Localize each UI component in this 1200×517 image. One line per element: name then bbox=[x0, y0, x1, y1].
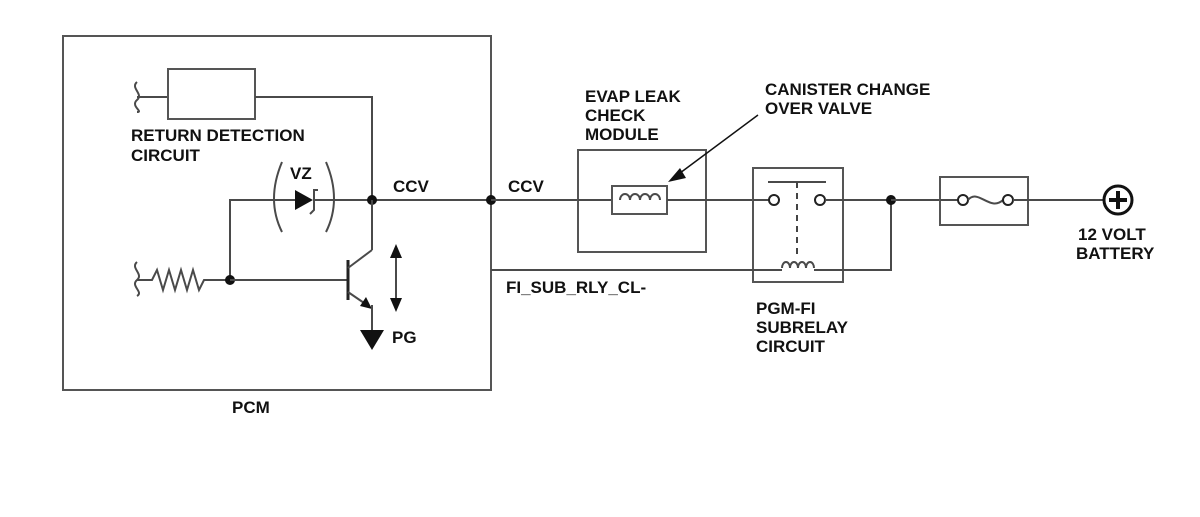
return-detection-block bbox=[167, 68, 256, 120]
return-input-break-icon bbox=[134, 81, 140, 113]
relay-box bbox=[752, 167, 844, 283]
battery-label-1: 12 VOLT bbox=[1078, 225, 1146, 244]
evap-module-label-3: MODULE bbox=[585, 125, 659, 144]
evap-module-label-2: CHECK bbox=[585, 106, 646, 125]
vz-label: VZ bbox=[290, 164, 312, 183]
pg-label: PG bbox=[392, 328, 417, 347]
leader-line bbox=[675, 114, 759, 177]
battery-plus-icon bbox=[1102, 184, 1134, 216]
fi-sub-rly-label: FI_SUB_RLY_CL- bbox=[506, 278, 646, 297]
return-detection-label-1: RETURN DETECTION bbox=[131, 126, 305, 145]
pcm-label: PCM bbox=[232, 398, 270, 417]
return-detection-wire bbox=[255, 96, 373, 200]
pcm-box bbox=[62, 35, 492, 391]
canister-valve-label-1: CANISTER CHANGE bbox=[765, 80, 930, 99]
leader-arrow-icon bbox=[668, 168, 686, 182]
coil-icon bbox=[619, 193, 661, 201]
diode-left-wire bbox=[229, 199, 295, 280]
evap-module-label-1: EVAP LEAK bbox=[585, 87, 681, 106]
canister-valve-label-2: OVER VALVE bbox=[765, 99, 872, 118]
ground-icon bbox=[360, 330, 384, 350]
relay-icon bbox=[753, 181, 891, 269]
resistor-icon bbox=[137, 266, 230, 294]
diode-left-bracket bbox=[273, 161, 283, 233]
diode-icon bbox=[295, 189, 318, 215]
double-arrow-icon bbox=[390, 244, 402, 312]
ccv-external-label: CCV bbox=[508, 177, 545, 196]
relay-supply-wire bbox=[814, 200, 892, 271]
pgm-fi-label-2: SUBRELAY bbox=[756, 318, 849, 337]
diode-right-bracket bbox=[325, 161, 335, 233]
fuse-icon bbox=[940, 194, 1028, 206]
pgm-fi-label-1: PGM-FI bbox=[756, 299, 816, 318]
pgm-fi-label-3: CIRCUIT bbox=[756, 337, 826, 356]
ccv-internal-label: CCV bbox=[393, 177, 430, 196]
battery-label-2: BATTERY bbox=[1076, 244, 1155, 263]
return-detection-label-2: CIRCUIT bbox=[131, 146, 201, 165]
transistor-icon bbox=[230, 200, 373, 330]
